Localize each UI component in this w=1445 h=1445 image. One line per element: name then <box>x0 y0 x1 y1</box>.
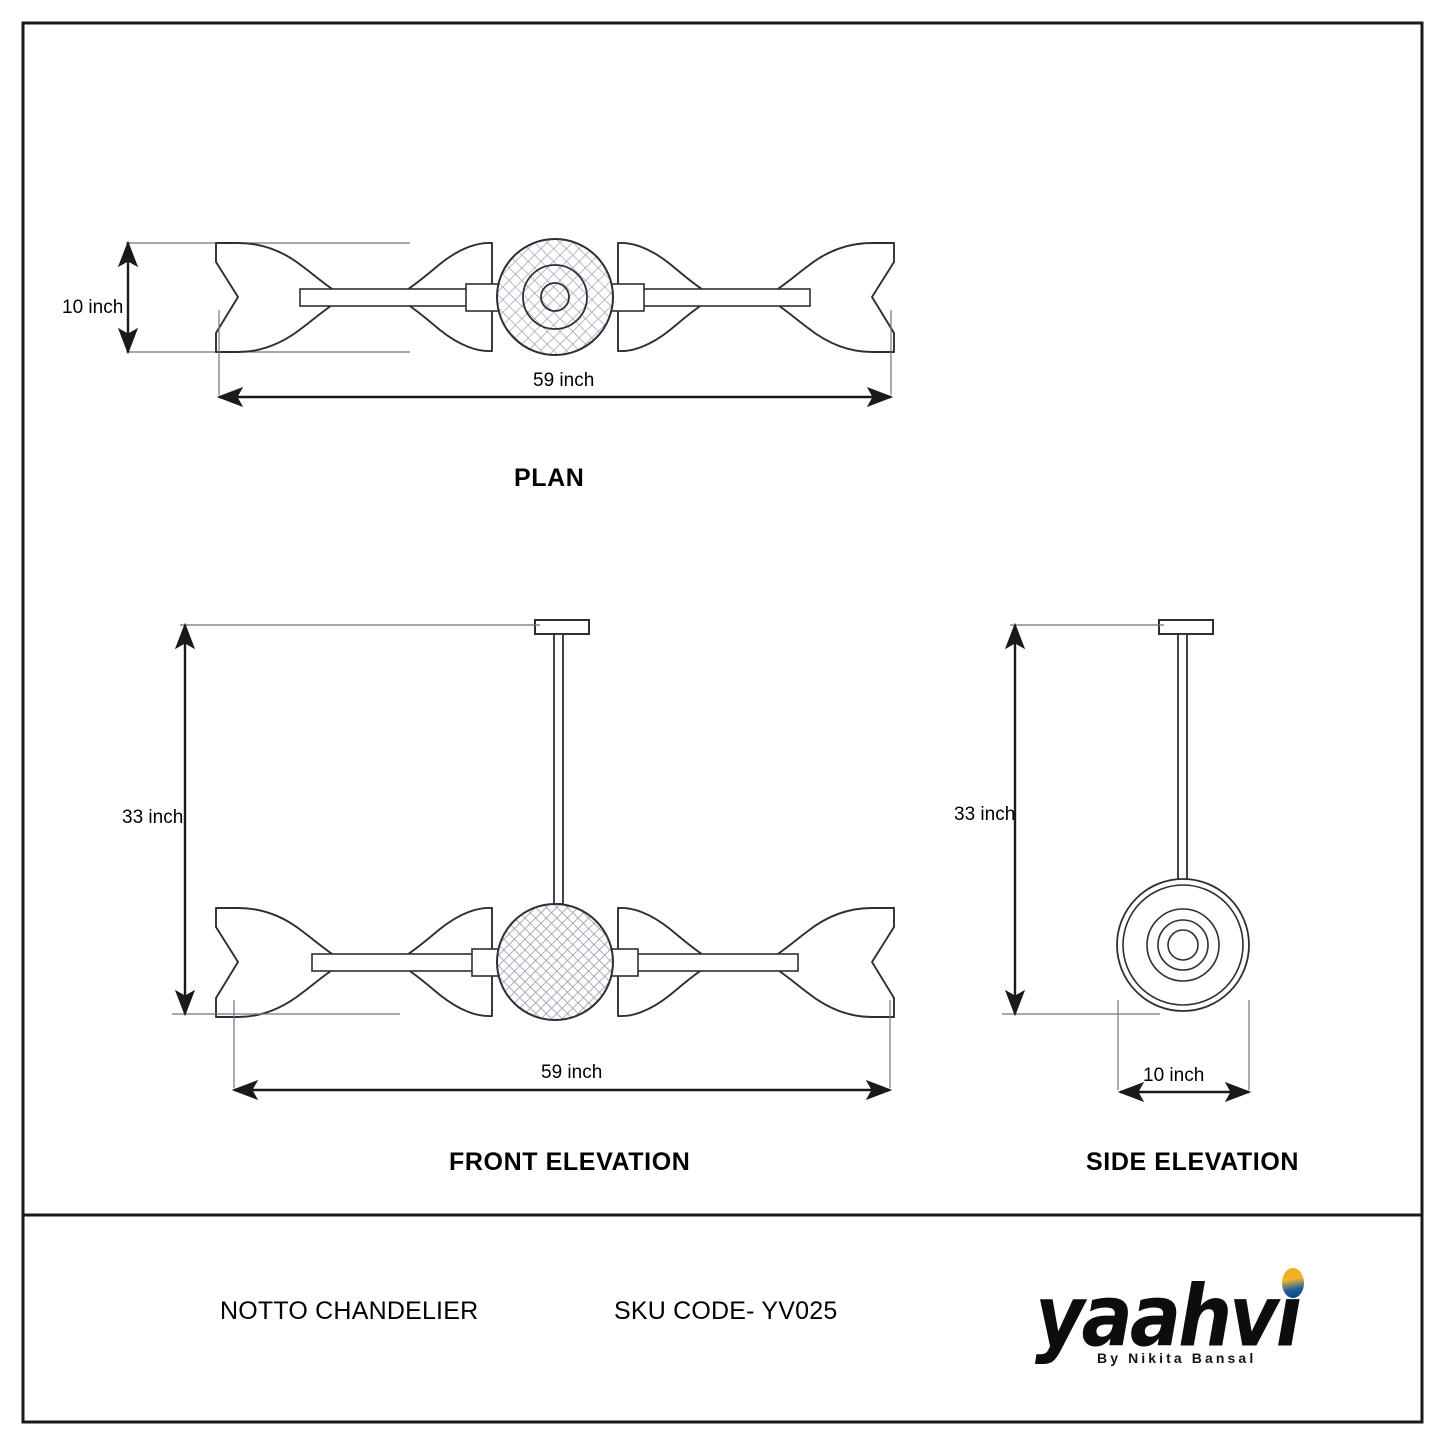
side-shade-circles <box>1116 878 1250 1012</box>
plan-height-dim-label: 10 inch <box>62 297 124 318</box>
side-drop-rod <box>1177 633 1188 887</box>
front-width-extension-lines <box>233 1000 891 1088</box>
side-height-extension-lines <box>1002 624 1164 1015</box>
sku-code-label: SKU CODE- YV025 <box>614 1297 838 1325</box>
front-height-extension-lines <box>172 624 540 1015</box>
side-elevation-title: SIDE ELEVATION <box>1086 1148 1300 1176</box>
brand-tagline: By Nikita Bansal <box>1097 1350 1257 1366</box>
plan-height-extension-lines <box>126 242 410 353</box>
front-elevation-drawing <box>172 619 895 1101</box>
front-ceiling-canopy <box>534 619 590 635</box>
plan-center-hub <box>496 238 614 356</box>
front-elevation-title: FRONT ELEVATION <box>449 1148 691 1176</box>
side-height-dim-label: 33 inch <box>954 804 1016 825</box>
plan-view-drawing <box>117 238 895 408</box>
brand-logo: yaahvi By Nikita Bansal <box>1035 1266 1305 1372</box>
plan-view-title: PLAN <box>514 464 585 492</box>
plan-left-rod <box>299 288 481 307</box>
front-right-rod <box>627 953 799 972</box>
front-width-dim-label: 59 inch <box>541 1062 603 1083</box>
front-height-dim-label: 33 inch <box>122 807 184 828</box>
front-left-rod <box>311 953 483 972</box>
side-elevation-drawing <box>1002 619 1252 1103</box>
front-center-hub <box>496 903 614 1021</box>
logo-dot-icon <box>1282 1268 1304 1298</box>
plan-width-extension-lines <box>218 310 892 395</box>
plan-width-dim-label: 59 inch <box>533 370 595 391</box>
plan-right-rod <box>629 288 811 307</box>
product-name-label: NOTTO CHANDELIER <box>220 1297 479 1325</box>
side-width-dim-label: 10 inch <box>1143 1065 1205 1086</box>
front-drop-rod <box>553 633 564 905</box>
side-ceiling-canopy <box>1158 619 1214 635</box>
sheet-border <box>21 21 1424 1424</box>
side-width-extension-lines <box>1117 1000 1250 1090</box>
brand-wordmark: yaahvi <box>1035 1266 1302 1366</box>
